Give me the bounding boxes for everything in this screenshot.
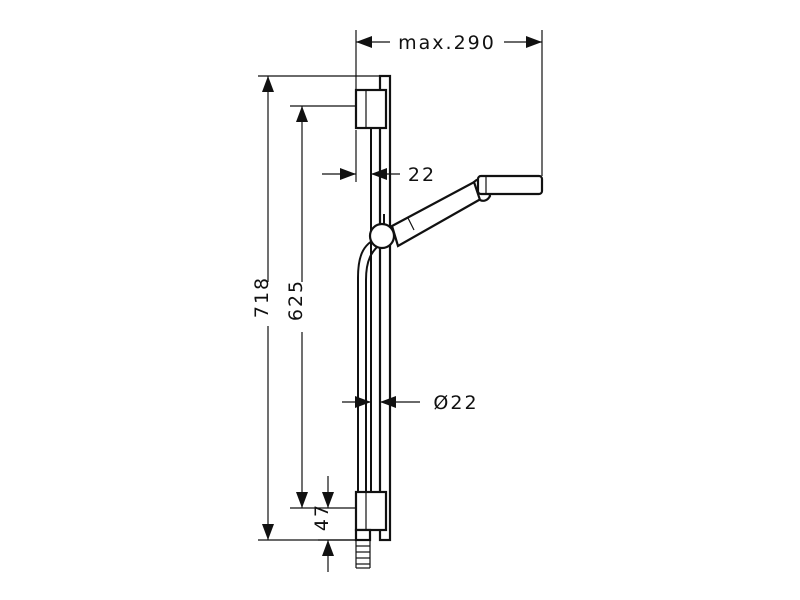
total-height-label: 718 <box>251 276 273 318</box>
dimension-wall-offset: 22 <box>322 130 436 186</box>
upper-bracket <box>354 88 388 130</box>
bottom-offset-label: 47 <box>311 503 333 531</box>
lower-bracket <box>354 490 388 532</box>
slider-knob <box>368 222 396 250</box>
shower-hose <box>357 237 379 492</box>
bracket-spacing-label: 625 <box>285 279 307 321</box>
shower-rail-set <box>354 74 544 569</box>
dimension-bar-diameter: Ø22 <box>342 392 478 414</box>
shower-head <box>476 174 544 196</box>
dimension-max-reach: max.290 <box>355 30 543 176</box>
wall-offset-label: 22 <box>408 164 436 186</box>
hose-connector <box>354 528 372 542</box>
dimension-bracket-spacing: 625 <box>285 105 356 509</box>
bar-diameter-label: Ø22 <box>433 392 478 414</box>
dimension-bottom-offset: 47 <box>311 476 356 572</box>
dimension-total-height: 718 <box>251 75 380 541</box>
wall-plate <box>378 74 392 542</box>
hand-shower-handle <box>390 178 488 248</box>
hose-thread <box>355 539 371 569</box>
max-reach-label: max.290 <box>398 32 496 54</box>
